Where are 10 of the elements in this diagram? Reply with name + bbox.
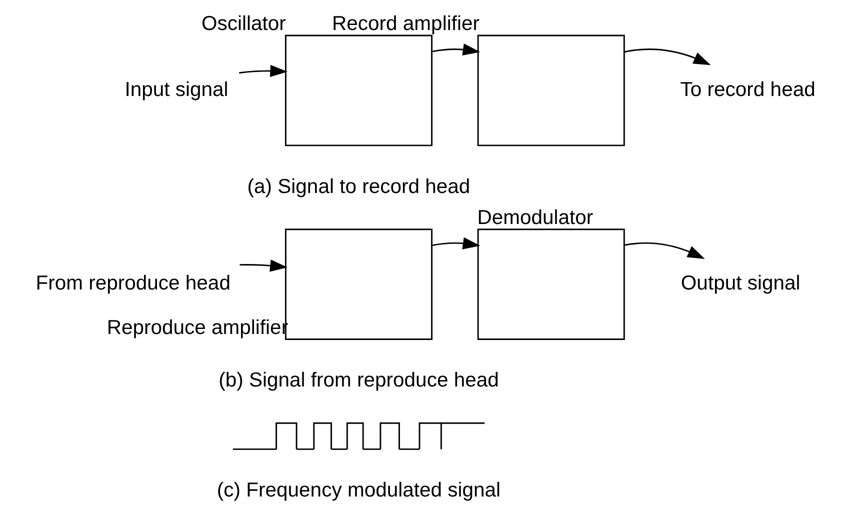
node-text: From reproduce head xyxy=(35,272,230,295)
node-label: Demodulator xyxy=(476,206,593,229)
node-text: Input signal xyxy=(124,78,228,101)
node-text: Output signal xyxy=(680,272,800,295)
label: (c) Frequency modulated signal xyxy=(216,479,500,502)
node-label: Record amplifier xyxy=(332,13,479,36)
label: (a) Signal to record head xyxy=(246,176,470,198)
label: (b) Signal from reproduce head xyxy=(218,370,498,392)
node-label: Oscillator xyxy=(201,13,286,36)
node-text: To record head xyxy=(680,78,815,101)
